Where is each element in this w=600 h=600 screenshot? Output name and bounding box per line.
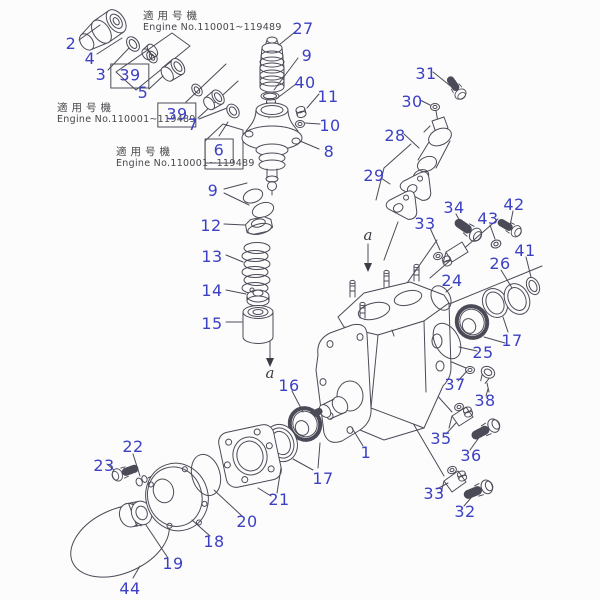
bushing-19 bbox=[118, 500, 153, 528]
tappet-15 bbox=[242, 305, 274, 344]
washer-37 bbox=[465, 366, 475, 374]
nut-11 bbox=[294, 105, 308, 119]
bracket-33-upper bbox=[442, 241, 469, 264]
ring-41 bbox=[525, 276, 541, 296]
gaskets-29 bbox=[375, 143, 432, 220]
gasket-20 bbox=[190, 453, 222, 497]
plug-6-variant bbox=[203, 89, 225, 111]
stud-22 bbox=[135, 475, 148, 487]
ring-3 bbox=[126, 36, 140, 52]
plunger-spring-13 bbox=[241, 242, 271, 294]
variant-box-1 bbox=[115, 32, 191, 91]
bracket-33-lower bbox=[440, 470, 467, 494]
washer-30 bbox=[430, 103, 440, 111]
bolt-32 bbox=[466, 478, 495, 501]
valve-seat-assembly-8 bbox=[241, 102, 303, 196]
bearing-race-17-right bbox=[481, 287, 509, 319]
insert-arrow-a-upper bbox=[364, 243, 372, 272]
sleeve-nut bbox=[141, 43, 159, 61]
variant-box-6-outline bbox=[204, 121, 244, 170]
spring-seat-12 bbox=[244, 216, 274, 235]
gasket-25 bbox=[432, 322, 462, 360]
plug-5 bbox=[160, 58, 186, 82]
bolt-34 bbox=[455, 218, 484, 244]
shutoff-solenoid-28 bbox=[416, 116, 452, 173]
insert-arrow-a-lower bbox=[266, 340, 274, 367]
union-fitting-2 bbox=[79, 9, 127, 51]
o-rings-9-pair bbox=[242, 188, 275, 219]
delivery-valve-holder-27 bbox=[259, 36, 285, 93]
shim-24 bbox=[430, 285, 452, 311]
plug-38 bbox=[480, 365, 496, 393]
lower-seat-14 bbox=[246, 287, 270, 307]
washer-43 bbox=[489, 238, 503, 250]
pump-housing-1 bbox=[315, 263, 452, 443]
bolt-23 bbox=[110, 463, 136, 483]
bearing-cone-17-right bbox=[454, 304, 509, 344]
washer-10 bbox=[295, 120, 305, 128]
leader-lines bbox=[78, 24, 532, 579]
bolt-36 bbox=[473, 417, 503, 442]
bolt-31 bbox=[446, 77, 468, 102]
ring-7 bbox=[226, 103, 240, 119]
bearing-cover-21 bbox=[218, 424, 282, 488]
bracket-21 bbox=[257, 467, 282, 497]
